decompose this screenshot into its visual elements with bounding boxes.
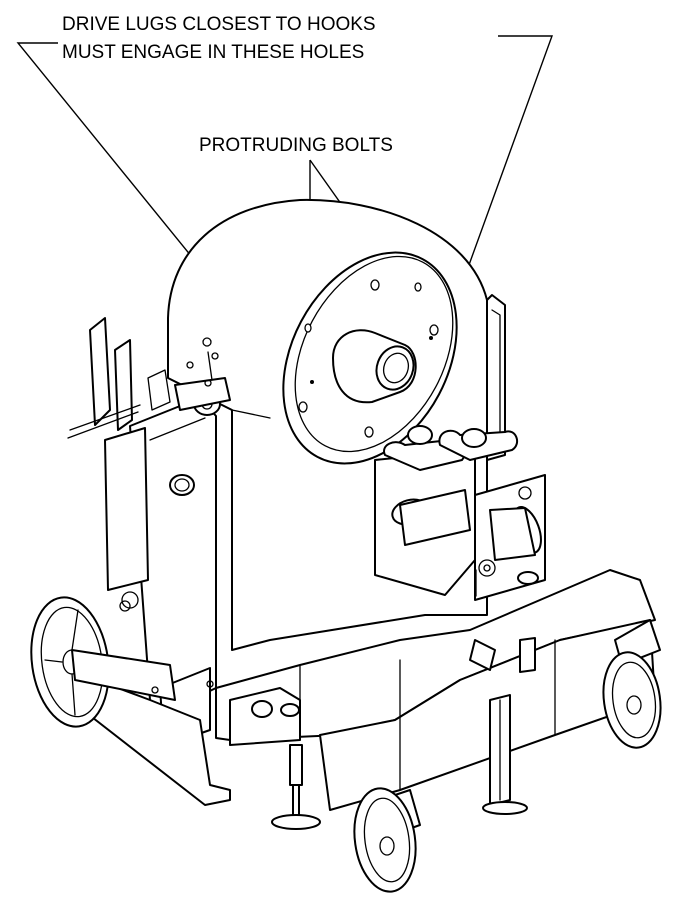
hardware-details bbox=[119, 337, 488, 694]
leveling-jacks bbox=[271, 637, 536, 830]
protruding-bolts-callout: PROTRUDING BOLTS bbox=[199, 135, 393, 156]
drive-lugs-callout-line1: DRIVE LUGS CLOSEST TO HOOKS bbox=[62, 14, 376, 35]
center-front-wheel bbox=[353, 787, 421, 893]
right-front-wheel bbox=[602, 619, 662, 749]
faceplate-bolt-holes bbox=[298, 279, 439, 438]
left-side-hooks bbox=[67, 317, 171, 591]
drive-lugs-callout-line2: MUST ENGAGE IN THESE HOLES bbox=[62, 42, 364, 63]
center-hub bbox=[332, 329, 417, 404]
left-rear-wheel bbox=[30, 596, 176, 728]
roller-assembly bbox=[374, 425, 546, 601]
